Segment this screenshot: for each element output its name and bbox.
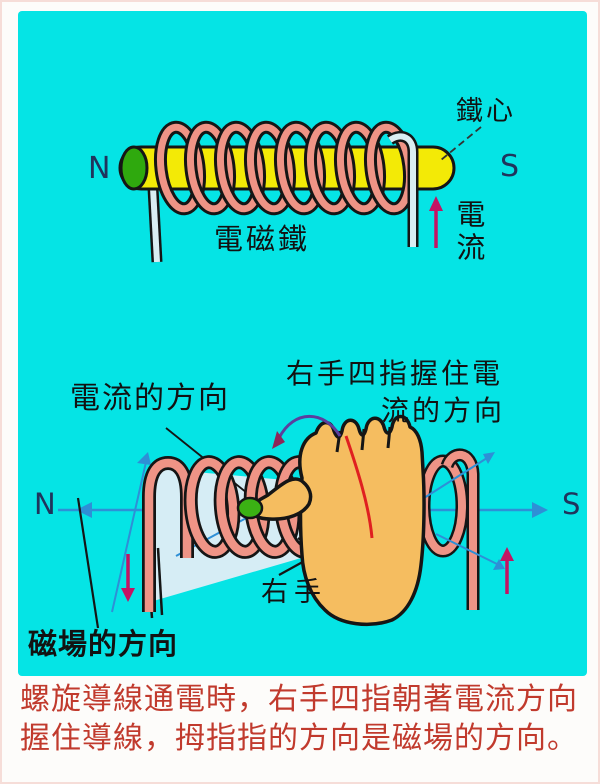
field-arrow-down-head <box>121 588 135 602</box>
core-end-cap <box>119 145 149 191</box>
top-pole-n-label: N <box>88 151 111 186</box>
field-line-right-down-head <box>493 559 505 570</box>
right-hand-rule-diagram <box>58 414 548 629</box>
coil-turns <box>153 120 417 216</box>
iron-core-leader-line <box>440 126 482 161</box>
rotation-arrow-head <box>272 431 285 449</box>
coil-left-leg-2 <box>156 547 164 616</box>
right-hand-label: 右手 <box>261 577 327 608</box>
current-arrow-head <box>429 196 443 211</box>
left-lead-wire <box>150 187 160 263</box>
finger-direction-red-line <box>344 435 374 539</box>
electromagnet-diagram <box>118 120 482 263</box>
field-direction-leader <box>76 497 100 629</box>
field-line-left-head <box>137 452 151 465</box>
finger-crease-2 <box>360 428 366 451</box>
top-pole-s-label: S <box>500 149 520 184</box>
finger-crease-3 <box>386 426 392 449</box>
rotation-arrow-arc <box>277 414 342 439</box>
grip-label-line2: 流的方向 <box>381 394 506 427</box>
current-direction-label: 電流的方向 <box>70 381 230 416</box>
thumb-nail <box>236 496 264 520</box>
field-line-right-down <box>435 533 498 565</box>
field-direction-label: 磁場的方向 <box>28 627 179 661</box>
field-line-left <box>111 461 147 613</box>
field-line-right-up <box>423 457 488 499</box>
axis-arrow-right <box>532 502 548 518</box>
field-line-right-up-head <box>483 452 495 464</box>
electromagnet-label: 電磁鐵 <box>214 222 311 256</box>
field-arrow-up-head <box>500 547 514 561</box>
current-label: 電流 <box>451 199 486 265</box>
caption-line2: 握住導線，拇指指的方向是磁場的方向。 <box>20 721 578 756</box>
axis-arrow-left <box>76 502 92 518</box>
bottom-pole-n-label: N <box>34 487 56 521</box>
iron-core-label: 鐵心 <box>456 96 516 127</box>
right-lead-wire <box>388 133 416 247</box>
right-hand-illustration <box>236 414 426 627</box>
bottom-pole-s-label: S <box>562 487 581 521</box>
grip-label-line1: 右手四指握住電 <box>286 357 504 390</box>
caption-line1: 螺旋導線通電時，右手四指朝著電流方向 <box>20 682 578 717</box>
